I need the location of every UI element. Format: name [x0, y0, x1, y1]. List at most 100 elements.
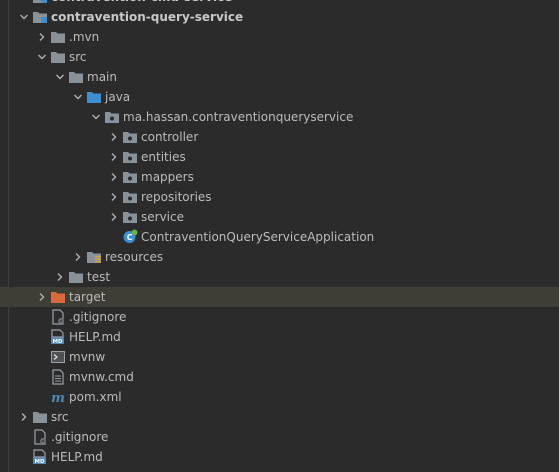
tree-item-label: target — [69, 290, 106, 304]
tree-item-label: contravention-cmd-service — [51, 0, 232, 7]
chevron-right-icon[interactable] — [106, 127, 122, 147]
tree-item[interactable]: contravention-cmd-service — [0, 0, 559, 7]
chevron-right-icon[interactable] — [106, 187, 122, 207]
tree-item-label: src — [51, 410, 69, 424]
tree-item-label: .gitignore — [69, 310, 127, 324]
tree-item[interactable]: controller — [0, 127, 559, 147]
tree-item[interactable]: entities — [0, 147, 559, 167]
svg-text:MD: MD — [34, 459, 44, 465]
tree-item[interactable]: .mvn — [0, 27, 559, 47]
tree-item-label: mvnw.cmd — [69, 370, 134, 384]
folder-icon — [50, 49, 66, 65]
tree-item-label: HELP.md — [69, 330, 121, 344]
tree-item-label: repositories — [141, 190, 212, 204]
tree-item[interactable]: C ContraventionQueryServiceApplication — [0, 227, 559, 247]
tree-indent-spacer — [106, 227, 122, 247]
chevron-right-icon[interactable] — [34, 27, 50, 47]
chevron-down-icon[interactable] — [34, 47, 50, 67]
tree-item[interactable]: service — [0, 207, 559, 227]
spring-boot-class-icon: C — [122, 229, 138, 245]
tree-indent-spacer — [16, 427, 32, 447]
folder-icon — [50, 29, 66, 45]
tree-item[interactable]: .gitignore — [0, 307, 559, 327]
tree-item[interactable]: contravention-query-service — [0, 7, 559, 27]
tree-item-label: pom.xml — [69, 390, 122, 404]
tree-item-label: contravention-query-service — [51, 10, 244, 24]
gitignore-file-icon — [32, 429, 48, 445]
markdown-file-icon: MD — [50, 329, 66, 345]
chevron-right-icon[interactable] — [106, 147, 122, 167]
chevron-right-icon[interactable] — [70, 247, 86, 267]
tree-item-label: mappers — [141, 170, 194, 184]
tree-item[interactable]: src — [0, 407, 559, 427]
folder-icon — [32, 409, 48, 425]
tree-item-label: java — [105, 90, 131, 104]
tree-indent-spacer — [34, 387, 50, 407]
package-icon — [122, 169, 138, 185]
tree-item[interactable]: .gitignore — [0, 427, 559, 447]
tree-item-label: mvnw — [69, 350, 106, 364]
tree-item-label: .mvn — [69, 30, 100, 44]
package-icon — [122, 189, 138, 205]
tree-item[interactable]: java — [0, 87, 559, 107]
svg-text:m: m — [51, 391, 65, 405]
tree-item[interactable]: mvnw.cmd — [0, 367, 559, 387]
chevron-down-icon[interactable] — [16, 0, 32, 7]
chevron-right-icon[interactable] — [34, 287, 50, 307]
tree-item[interactable]: m pom.xml — [0, 387, 559, 407]
chevron-down-icon[interactable] — [88, 107, 104, 127]
tree-item[interactable]: mvnw — [0, 347, 559, 367]
module-folder-icon — [32, 0, 48, 5]
resources-folder-icon — [86, 249, 102, 265]
tree-item[interactable]: main — [0, 67, 559, 87]
tree-item[interactable]: target — [0, 287, 559, 307]
tree-item-label: ContraventionQueryServiceApplication — [141, 230, 375, 244]
chevron-down-icon[interactable] — [16, 7, 32, 27]
tree-item-label: entities — [141, 150, 186, 164]
tree-item[interactable]: repositories — [0, 187, 559, 207]
shell-script-icon — [50, 349, 66, 365]
tree-item[interactable]: src — [0, 47, 559, 67]
tree-indent-spacer — [34, 327, 50, 347]
tree-item[interactable]: ma.hassan.contraventionqueryservice — [0, 107, 559, 127]
tree-item[interactable]: MD HELP.md — [0, 447, 559, 467]
chevron-down-icon[interactable] — [70, 87, 86, 107]
tree-item-label: HELP.md — [51, 450, 103, 464]
chevron-down-icon[interactable] — [52, 67, 68, 87]
chevron-right-icon[interactable] — [106, 207, 122, 227]
tree-indent-spacer — [34, 367, 50, 387]
module-folder-icon — [32, 9, 48, 25]
source-folder-icon — [86, 89, 102, 105]
tree-item-label: main — [87, 70, 117, 84]
tree-item-label: .gitignore — [51, 430, 109, 444]
tree-item-label: ma.hassan.contraventionqueryservice — [123, 110, 354, 124]
gitignore-file-icon — [50, 309, 66, 325]
tree-item-label: controller — [141, 130, 199, 144]
chevron-right-icon[interactable] — [52, 267, 68, 287]
maven-pom-icon: m — [50, 389, 66, 405]
tree-item[interactable]: resources — [0, 247, 559, 267]
svg-text:C: C — [127, 233, 133, 242]
tree-item[interactable]: test — [0, 267, 559, 287]
tree-gutter-line — [8, 0, 9, 472]
tree-item[interactable]: mappers — [0, 167, 559, 187]
tree-item-label: service — [141, 210, 184, 224]
package-icon — [122, 209, 138, 225]
svg-text:MD: MD — [52, 339, 62, 345]
tree-item-label: src — [69, 50, 87, 64]
tree-indent-spacer — [16, 447, 32, 467]
excluded-folder-icon — [50, 289, 66, 305]
text-file-icon — [50, 369, 66, 385]
tree-indent-spacer — [34, 347, 50, 367]
package-icon — [122, 129, 138, 145]
chevron-right-icon[interactable] — [16, 407, 32, 427]
folder-icon — [68, 269, 84, 285]
folder-icon — [68, 69, 84, 85]
package-icon — [104, 109, 120, 125]
chevron-right-icon[interactable] — [106, 167, 122, 187]
package-icon — [122, 149, 138, 165]
markdown-file-icon: MD — [32, 449, 48, 465]
tree-item-label: test — [87, 270, 111, 284]
tree-item[interactable]: MD HELP.md — [0, 327, 559, 347]
